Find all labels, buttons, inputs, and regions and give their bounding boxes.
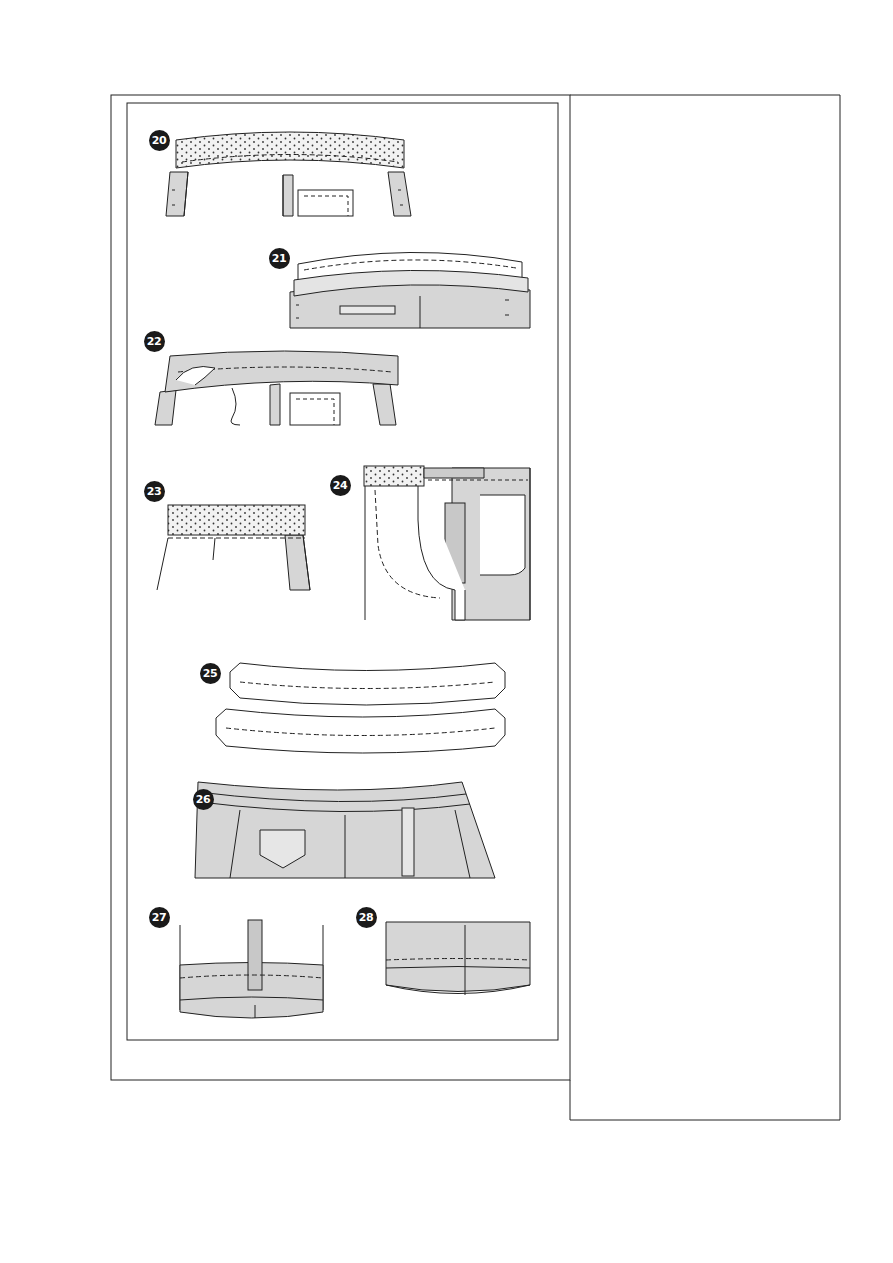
inner-frame xyxy=(127,103,558,1040)
callout-number: 27 xyxy=(149,907,170,928)
callout-number: 21 xyxy=(269,248,290,269)
figure-20 xyxy=(166,132,411,216)
figure-23 xyxy=(157,505,310,590)
callout-number: 24 xyxy=(330,475,351,496)
outer-frame xyxy=(111,95,570,1080)
side-panel xyxy=(570,95,840,1120)
callout-number: 20 xyxy=(149,130,170,151)
callout-number: 22 xyxy=(144,331,165,352)
figure-22 xyxy=(155,351,398,425)
callout-number: 25 xyxy=(200,663,221,684)
figure-21 xyxy=(290,252,530,328)
figure-28 xyxy=(386,922,530,995)
figure-27 xyxy=(180,920,323,1018)
callout-number: 28 xyxy=(356,907,377,928)
callout-number: 26 xyxy=(193,789,214,810)
figure-26 xyxy=(195,782,495,878)
figure-24 xyxy=(364,466,530,620)
figure-25 xyxy=(216,663,505,753)
callout-number: 23 xyxy=(144,481,165,502)
